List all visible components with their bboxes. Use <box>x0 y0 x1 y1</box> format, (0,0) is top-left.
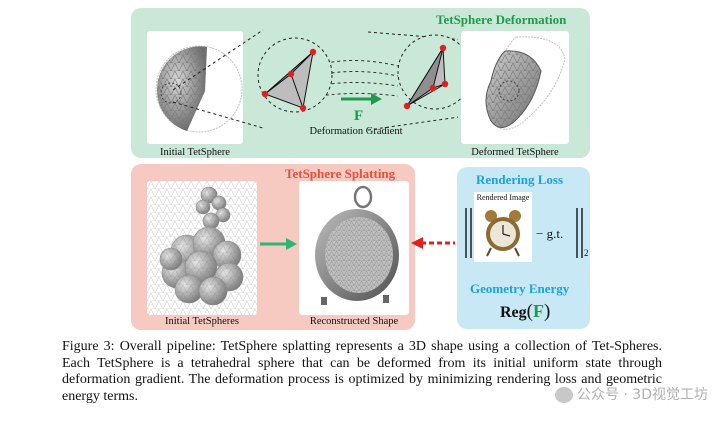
deformed-tetsphere-caption: Deformed TetSphere <box>471 147 559 158</box>
splatting-arrow <box>260 238 297 250</box>
reconstructed-clock-figure <box>315 185 399 305</box>
reg-expression: Reg(F) <box>500 301 550 323</box>
norm-right-bars <box>576 208 583 258</box>
deformation-arrow <box>341 93 382 105</box>
deformation-connectors <box>172 29 458 131</box>
initial-tetsphere-caption: Initial TetSphere <box>160 147 230 158</box>
reg-label: Reg <box>500 304 527 321</box>
rendered-clock-image <box>479 208 527 258</box>
gradient-symbol: F <box>354 108 364 124</box>
initial-tetsphere-figure <box>155 45 243 133</box>
minus-gt: − g.t. <box>536 226 564 241</box>
norm-left-bars <box>465 208 472 258</box>
initial-tetspheres-figure <box>147 181 257 315</box>
tetrahedron-initial <box>257 37 333 113</box>
watermark-logo-icon <box>554 387 573 403</box>
reg-open-paren: ( <box>526 301 533 322</box>
gradient-label: Deformation Gradient <box>309 126 403 137</box>
loss-feedback-arrow <box>411 237 455 249</box>
initial-tetspheres-caption: Initial TetSpheres <box>164 316 239 327</box>
reconstructed-caption: Reconstructed Shape <box>309 316 399 327</box>
norm-subscript: 2 <box>584 248 589 258</box>
deformed-tetsphere-figure <box>485 36 566 130</box>
rendering-loss-title: Rendering Loss <box>476 172 564 187</box>
splatting-title: TetSphere Splatting <box>285 166 396 181</box>
deformation-title: TetSphere Deformation <box>436 12 567 27</box>
tetrahedron-deformed <box>397 34 473 110</box>
reg-close-paren: ) <box>543 301 551 322</box>
geometry-energy-title: Geometry Energy <box>470 281 570 296</box>
watermark: 公众号 · 3D视觉工坊 <box>554 384 708 404</box>
watermark-text: 公众号 · 3D视觉工坊 <box>576 387 708 403</box>
rendered-image-label: Rendered Image <box>476 193 530 202</box>
reg-symbol: F <box>532 301 544 321</box>
figure-caption: Figure 3: Overall pipeline: TetSphere sp… <box>62 339 662 404</box>
